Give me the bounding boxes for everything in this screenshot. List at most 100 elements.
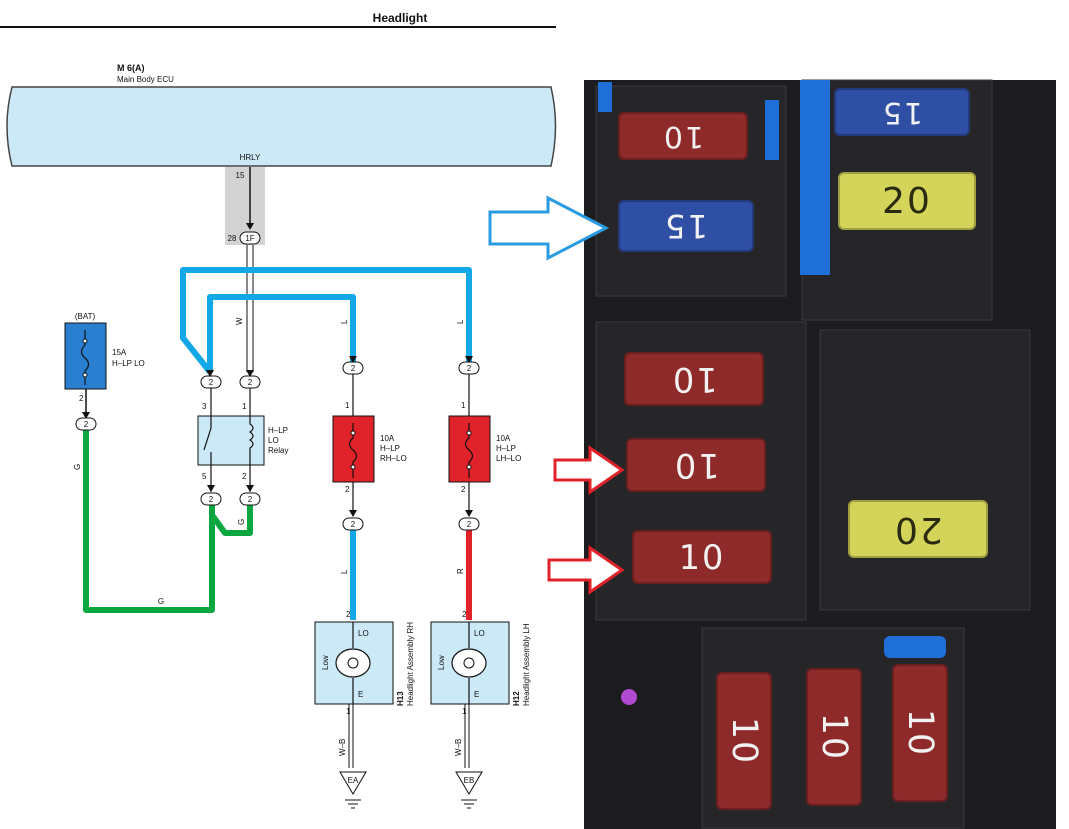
fuse-lh-group <box>448 356 491 531</box>
ecu-pin-no: 15 <box>236 171 245 180</box>
photo-fuse-label: 20 <box>882 180 932 222</box>
wire-label-g-3: G <box>237 519 246 525</box>
lamp-lh-pin-bottom: 1 <box>462 707 467 716</box>
wire-label-g-2: G <box>158 597 164 606</box>
relay-label-2: LO <box>268 436 279 445</box>
arrow-icon <box>246 223 254 230</box>
fuse-lh-pin-top: 1 <box>461 401 466 410</box>
relay-label-3: Relay <box>268 446 288 455</box>
lamp-lh-pin-top: 2 <box>462 610 467 619</box>
photo-fuse: 15 <box>618 200 754 252</box>
photo-fuse: 10 <box>806 668 862 806</box>
fuse-lh-rating: 10A <box>496 434 511 443</box>
photo-fuse: 10 <box>632 530 772 584</box>
wire-blue-l <box>180 267 472 620</box>
ecu-pin-name: HRLY <box>240 153 261 162</box>
lamp-rh-ref: H13 <box>396 691 405 706</box>
fuse-lh-line2: LH–LO <box>496 454 521 463</box>
relay-conn-tl: 2 <box>209 378 214 387</box>
fuse-icon <box>464 423 474 478</box>
ground-icon <box>455 771 483 795</box>
fuse-rh-line1: H–LP <box>380 444 400 453</box>
relay-pin-3: 3 <box>202 402 207 411</box>
arrow-icon <box>82 412 90 419</box>
wire-label-wb-lh: W–B <box>454 739 463 756</box>
connector-bat-label: 2 <box>84 420 89 429</box>
relay-conn-tr: 2 <box>248 378 253 387</box>
relay-conn-br: 2 <box>248 495 253 504</box>
bat-fuse-pin: 2 <box>79 394 84 403</box>
fuse-rh-conn-bottom: 2 <box>351 520 356 529</box>
fuse-rh-pin-top: 1 <box>345 401 350 410</box>
relay-switch-icon <box>203 416 212 465</box>
photo-fuse: 10 <box>624 352 764 406</box>
fuse-lh-pin-bottom: 2 <box>461 485 466 494</box>
connector-1f-label: 1F <box>245 234 254 243</box>
wire-green <box>83 430 253 613</box>
lamp-rh-pin-e: E <box>358 690 363 699</box>
lamp-lh-pin-e: E <box>474 690 479 699</box>
fuse-rh-conn-top: 2 <box>351 364 356 373</box>
bulb-icon <box>463 657 475 669</box>
ground-icon <box>339 771 367 795</box>
relay-label-1: H–LP <box>268 426 288 435</box>
photo-fuse: 10 <box>892 664 948 802</box>
fuse-icon <box>348 423 358 478</box>
photo-fuse: 20 <box>848 500 988 558</box>
lamp-rh-pin-top: 2 <box>346 610 351 619</box>
photo-fuse-label: 15 <box>663 207 709 245</box>
relay-pin-1: 1 <box>242 402 247 411</box>
headlight-lh <box>430 621 510 809</box>
lamp-rh-pin-bottom: 1 <box>346 707 351 716</box>
ecu-ref: M 6(A) <box>117 63 145 73</box>
lamp-lh-ref: H12 <box>512 691 521 706</box>
photo-fuse: 20 <box>838 172 976 230</box>
wire-label-l-3: L <box>340 569 349 574</box>
fuse-icon <box>80 330 90 385</box>
relay-pin-5: 5 <box>202 472 207 481</box>
lamp-rh-mode: Low <box>321 655 330 670</box>
wire-label-l-2: L <box>456 319 465 324</box>
bat-source: (BAT) <box>75 312 96 321</box>
ground-ea: EA <box>348 776 359 785</box>
fuse-lh-line1: H–LP <box>496 444 516 453</box>
fuse-rh-line2: RH–LO <box>380 454 407 463</box>
wire-label-w: W <box>235 317 244 325</box>
photo-fuse: 10 <box>626 438 766 492</box>
fuse-rh-group <box>332 356 375 531</box>
photo-fuse: 15 <box>834 88 970 136</box>
bat-fuse-name: H–LP LO <box>112 359 145 368</box>
relay-body <box>197 415 265 466</box>
connector-bat <box>75 417 97 431</box>
photo-fuse-label: 20 <box>893 508 943 550</box>
fuse-rh-rating: 10A <box>380 434 395 443</box>
photo-fuse-label: 15 <box>881 94 923 130</box>
relay-conn-bl: 2 <box>209 495 214 504</box>
lamp-lh-mode: Low <box>437 655 446 670</box>
page-title: Headlight <box>373 11 428 25</box>
ecu-name: Main Body ECU <box>117 75 174 84</box>
photo-fuse-label: 10 <box>814 712 854 762</box>
bat-fuse-rating: 15A <box>112 348 127 357</box>
fuse-lh-conn-top: 2 <box>467 364 472 373</box>
connector-1f-pin: 28 <box>228 234 237 243</box>
photo-fuse-label: 10 <box>724 716 764 766</box>
wire-label-r: R <box>456 568 465 574</box>
wire-label-wb-rh: W–B <box>338 739 347 756</box>
fuse-lh-conn-bottom: 2 <box>467 520 472 529</box>
wire-label-g-1: G <box>73 464 82 470</box>
relay-pin-2: 2 <box>242 472 247 481</box>
lamp-rh-name: Headlight Assembly RH <box>406 622 415 706</box>
wire-label-l-1: L <box>340 319 349 324</box>
photo-fuse-label: 10 <box>678 537 726 577</box>
fuse-rh-pin-bottom: 2 <box>345 485 350 494</box>
photo-fuse-label: 10 <box>670 359 718 399</box>
photo-fuse: 10 <box>618 112 748 160</box>
ground-eb: EB <box>464 776 475 785</box>
photo-fuse-label: 10 <box>662 118 704 154</box>
bulb-icon <box>347 657 359 669</box>
headlight-rh <box>314 621 394 809</box>
photo-fuse-label: 10 <box>672 445 720 485</box>
photo-fuse: 10 <box>716 672 772 810</box>
lamp-lh-pin-lo: LO <box>474 629 485 638</box>
